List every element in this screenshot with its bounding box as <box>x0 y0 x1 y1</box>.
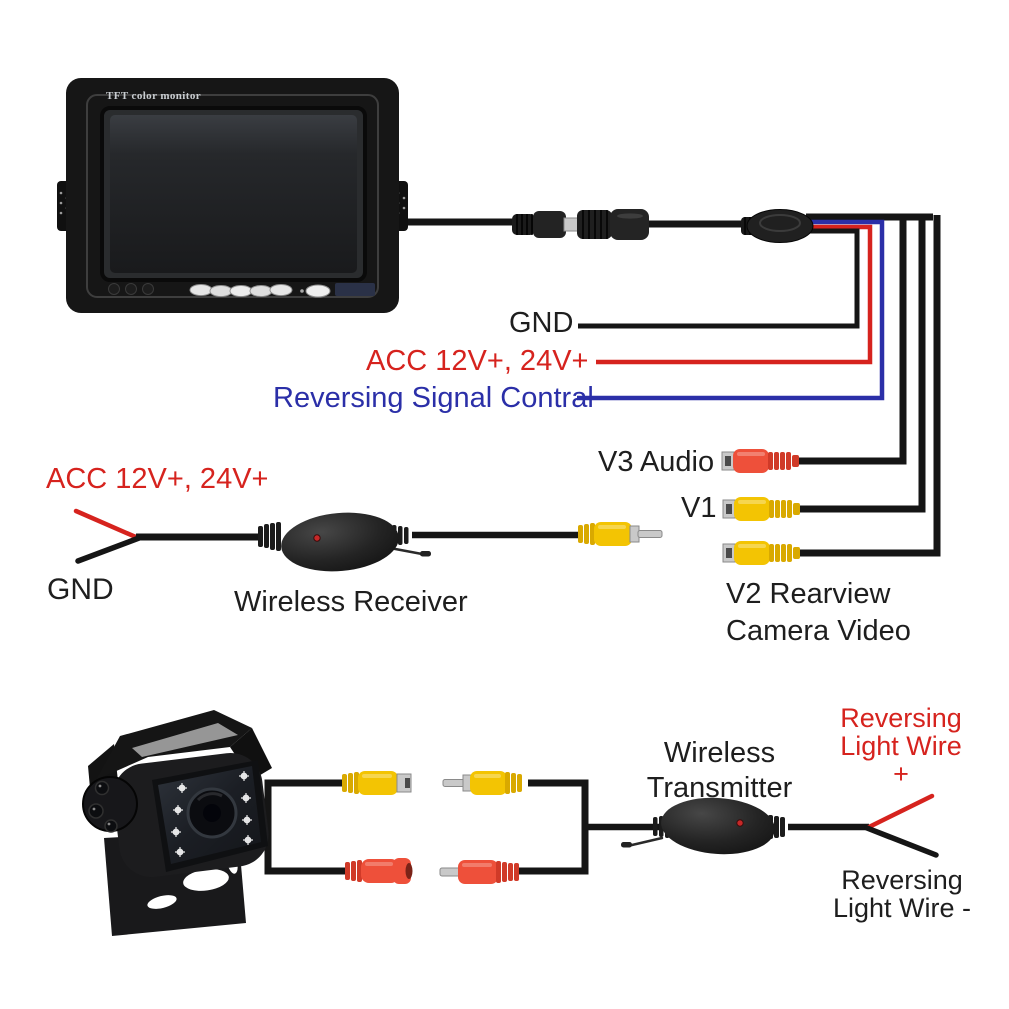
trunk-v2-wire <box>799 213 941 557</box>
transmitter-antenna <box>630 836 664 847</box>
v1-wire <box>799 219 926 513</box>
monitor-brand-text: TFT color monitor <box>106 90 201 102</box>
reversing-light-minus-wire <box>864 825 939 858</box>
dc-power-connector-pair <box>512 209 649 240</box>
camera-breakout-bracket <box>264 779 346 875</box>
v3-audio-rca-connector <box>721 449 799 473</box>
receiver-gnd-label: GND <box>47 573 114 606</box>
ir-sensor-window <box>335 283 375 296</box>
gnd-wire <box>578 228 860 329</box>
reversing-light-minus-label: Reversing Light Wire - <box>832 865 972 923</box>
ir-leds <box>171 771 253 857</box>
wireless-transmitter-label: Wireless Transmitter <box>646 737 793 805</box>
v2-rca-connector <box>722 541 800 565</box>
receiver-acc-wire <box>73 508 141 541</box>
wireless-receiver-label: Wireless Receiver <box>234 586 468 618</box>
gnd-label: GND <box>509 307 574 339</box>
receiver-gnd-wire <box>75 535 142 564</box>
wireless-receiver-device <box>258 512 431 572</box>
receiver-acc-label: ACC 12V+, 24V+ <box>46 463 269 495</box>
v1-rca-connector <box>722 497 800 521</box>
transmitter-video-rca-male <box>442 771 522 795</box>
v1-label: V1 <box>681 492 717 524</box>
monitor-buttons <box>108 283 375 298</box>
transmitter-power-dc-male <box>439 860 519 884</box>
reversing-light-plus-wire <box>864 793 935 831</box>
acc-label: ACC 12V+, 24V+ <box>366 345 589 377</box>
reversing-signal-wire <box>577 219 885 401</box>
camera-video-rca-female <box>342 771 412 795</box>
camera-power-dc-female <box>345 858 413 884</box>
reversing-light-plus-label: Reversing Light Wire + <box>840 703 962 789</box>
transmitter-breakout-bracket <box>518 779 589 875</box>
v3-audio-label: V3 Audio <box>598 446 715 478</box>
v2-label: V2 Rearview Camera Video <box>726 578 911 647</box>
receiver-rca-plug <box>578 522 663 546</box>
reversing-signal-label: Reversing Signal Contral <box>273 382 594 414</box>
v3-wire <box>799 219 907 465</box>
wireless-transmitter-device <box>621 797 785 855</box>
cable-splitter <box>741 209 814 243</box>
acc-wire <box>596 224 873 365</box>
rear-camera <box>82 710 272 936</box>
receiver-antenna <box>388 546 424 556</box>
tft-monitor <box>57 78 408 313</box>
